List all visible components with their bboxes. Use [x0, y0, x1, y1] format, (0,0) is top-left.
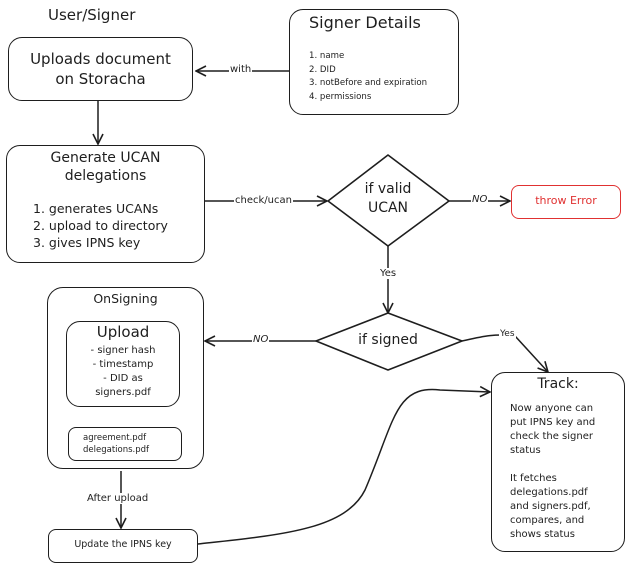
upload-document-line-1: Uploads document — [30, 50, 171, 68]
on-signing-title: OnSigning — [93, 291, 158, 306]
valid-ucan-line-2: UCAN — [367, 200, 409, 216]
generate-ucan-title-1: Generate UCAN — [50, 150, 161, 166]
signer-detail-item: 3. notBefore and expiration — [309, 78, 428, 88]
generate-ucan-item: 1. generates UCANs — [33, 201, 159, 216]
edge-yes-signed — [461, 334, 548, 372]
file-item: agreement.pdf — [83, 433, 147, 443]
node-files[interactable]: agreement.pdf delegations.pdf — [68, 427, 182, 461]
track-para-2: It fetches delegations.pdf and signers.p… — [510, 472, 591, 542]
user-signer-heading: User/Signer — [48, 6, 136, 24]
generate-ucan-list: 1. generates UCANs 2. upload to director… — [33, 200, 168, 251]
node-upload-document[interactable]: Uploads document on Storacha — [8, 37, 193, 101]
if-signed-label: if signed — [358, 332, 418, 348]
generate-ucan-title-2: delegations — [64, 168, 147, 184]
upload-document-line-2: on Storacha — [55, 70, 146, 88]
node-signer-details[interactable]: Signer Details 1. name 2. DID 3. notBefo… — [289, 9, 459, 115]
track-line: delegations.pdf — [510, 487, 588, 498]
signer-detail-item: 2. DID — [309, 64, 336, 75]
edge-label-check-ucan: check/ucan — [234, 195, 293, 206]
upload-item: - timestamp — [92, 359, 154, 370]
edge-label-no-error: NO — [471, 194, 489, 205]
throw-error-label: throw Error — [535, 194, 597, 207]
valid-ucan-line-1: if valid — [364, 181, 412, 197]
signer-details-list: 1. name 2. DID 3. notBefore and expirati… — [309, 50, 427, 104]
upload-list: - signer hash - timestamp - DID as signe… — [67, 344, 179, 400]
signer-detail-item: 4. permissions — [309, 91, 372, 102]
signer-detail-item: 1. name — [309, 51, 345, 61]
edge-label-after-upload: After upload — [86, 493, 150, 504]
track-line: It fetches — [510, 473, 557, 484]
node-if-signed[interactable]: if signed — [340, 331, 436, 350]
node-upload[interactable]: Upload - signer hash - timestamp - DID a… — [66, 321, 180, 407]
track-line: Now anyone can — [510, 403, 594, 414]
node-throw-error[interactable]: throw Error — [511, 185, 621, 219]
track-title: Track: — [537, 376, 579, 392]
track-line: compares, and — [510, 515, 585, 526]
update-ipns-label: Update the IPNS key — [74, 539, 172, 550]
upload-title: Upload — [96, 323, 150, 341]
track-line: and signers.pdf, — [510, 501, 591, 512]
file-item: delegations.pdf — [83, 445, 150, 455]
track-line: status — [510, 445, 541, 456]
edge-label-yes-valid: Yes — [379, 268, 398, 279]
node-valid-ucan[interactable]: if valid UCAN — [348, 180, 428, 218]
upload-item: - DID as — [103, 373, 143, 384]
node-track[interactable]: Track: Now anyone can put IPNS key and c… — [491, 372, 625, 552]
track-para-1: Now anyone can put IPNS key and check th… — [510, 402, 595, 458]
track-line: check the signer — [510, 431, 593, 442]
node-update-ipns[interactable]: Update the IPNS key — [48, 529, 198, 563]
edge-label-no-signed: NO — [252, 334, 270, 345]
signer-details-title: Signer Details — [309, 13, 421, 32]
generate-ucan-item: 2. upload to directory — [33, 218, 168, 233]
node-on-signing[interactable]: OnSigning Upload - signer hash - timesta… — [47, 287, 204, 469]
edge-label-with: with — [229, 64, 253, 75]
files-list: agreement.pdf delegations.pdf — [83, 432, 149, 456]
node-generate-ucan[interactable]: Generate UCAN delegations 1. generates U… — [6, 145, 205, 263]
upload-item: - signer hash — [90, 345, 156, 356]
edge-label-yes-signed: Yes — [499, 329, 516, 339]
generate-ucan-item: 3. gives IPNS key — [33, 235, 141, 250]
edge-update-to-track — [197, 390, 490, 545]
track-line: shows status — [510, 529, 575, 540]
track-line: put IPNS key and — [510, 417, 596, 428]
upload-item: signers.pdf — [95, 387, 151, 398]
